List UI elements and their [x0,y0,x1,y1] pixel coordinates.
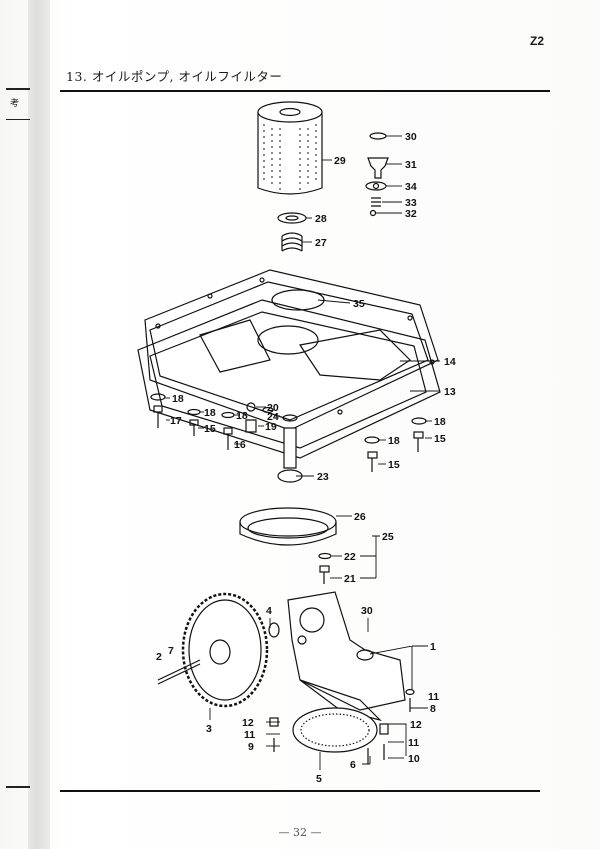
part-label: 22 [344,551,356,563]
part-label: 19 [265,421,277,433]
part-label: 20 [267,402,279,414]
oil-filter-drawing [257,101,323,195]
part-label: 34 [405,181,417,193]
part-label: 12 [410,719,422,731]
oil-strainer [239,507,337,584]
part-label: 23 [317,471,329,483]
part-label: 11 [428,691,439,703]
part-label: 12 [242,717,254,729]
section-title: 13. オイルポンプ, オイルフイルター [66,69,283,84]
part-label: 28 [315,213,327,225]
part-label: 2 [156,651,162,663]
part-label: 4 [266,605,272,617]
pump-gear [157,592,269,708]
part-label: 1 [430,641,436,653]
part-label: 7 [168,645,174,657]
part-label: 10 [408,753,420,765]
part-labels: 30 31 34 33 32 29 28 27 35 14 13 18 17 1… [156,131,456,785]
header-rule [60,90,550,92]
part-label: 14 [444,356,456,368]
part-label: 21 [344,573,356,585]
part-label: 24 [267,411,279,423]
part-label: 18 [204,407,216,419]
relief-valve-parts [365,132,389,217]
part-label: 33 [405,197,417,209]
part-label: 26 [354,511,366,523]
margin-rule [6,88,30,90]
margin-rule-bottom [6,786,30,788]
footer-rule [60,790,540,792]
oil-pump-body [268,591,415,764]
part-label: 25 [382,531,394,543]
part-label: 30 [361,605,373,617]
part-label: 8 [430,703,436,715]
part-label: 11 [244,729,255,741]
leader-lines [164,135,440,770]
part-label: 18 [388,435,400,447]
part-label: 5 [316,773,322,785]
part-label: 18 [236,410,248,422]
part-label: 30 [405,131,417,143]
part-label: 3 [206,723,212,735]
margin-marks: 考 [6,88,32,130]
part-label: 13 [444,386,456,398]
part-label: 18 [434,416,446,428]
part-label: 11 [408,737,419,749]
part-label: 18 [172,393,184,405]
part-label: 16 [234,439,246,451]
part-label: 15 [388,459,400,471]
page-code: Z2 [529,34,544,48]
page-number: — 32 — [278,826,322,839]
part-label: 9 [248,741,254,753]
part-label: 17 [170,415,182,427]
part-label: 32 [405,208,417,220]
part-label: 15 [204,423,216,435]
part-label: 27 [315,237,327,249]
part-label: 31 [405,159,417,171]
spring-drawing [281,232,303,252]
margin-rule [6,118,30,120]
binding-shadow [28,0,50,849]
part-label: 6 [350,759,356,771]
part-label: 29 [334,155,346,167]
part-label: 35 [353,298,365,310]
part-label: 15 [434,433,446,445]
margin-note: 考 [10,98,20,109]
washer-drawing [277,212,307,224]
